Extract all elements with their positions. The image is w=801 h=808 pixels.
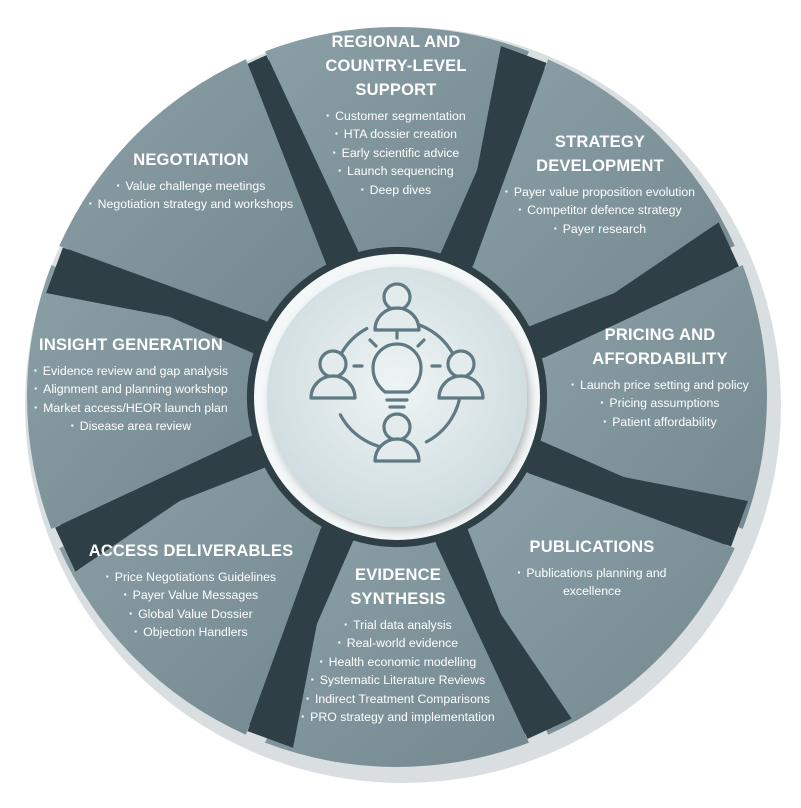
segment-title: EVIDENCE SYNTHESIS xyxy=(285,563,511,611)
segment-title: PUBLICATIONS xyxy=(502,535,682,559)
segment-item: Publications planning and excellence xyxy=(517,565,667,601)
segment-item-list: Launch price setting and policyPricing a… xyxy=(560,377,760,432)
segment-title-line: INSIGHT GENERATION xyxy=(39,336,223,354)
segment-title-line: STRATEGY xyxy=(554,133,646,151)
segment-item: Alignment and planning workshop xyxy=(18,381,244,399)
segment-item: Market access/HEOR launch plan xyxy=(18,400,244,418)
hub xyxy=(254,254,540,540)
segment-item: Patient affordability xyxy=(560,414,760,432)
segment-title-line: ACCESS DELIVERABLES xyxy=(88,542,294,560)
segment-title-line: PRICING AND xyxy=(604,326,716,344)
segment-item: Objection Handlers xyxy=(78,624,304,642)
segment-label-evidence: EVIDENCE SYNTHESIS Trial data analysisReal… xyxy=(285,563,511,727)
segment-title-line: AFFORDABILITY xyxy=(592,350,728,368)
segment-label-publications: PUBLICATIONS Publications planning and ex… xyxy=(502,535,682,601)
segment-item: Trial data analysis xyxy=(285,617,511,635)
segment-divider xyxy=(55,436,255,572)
segment-item: Health economic modelling xyxy=(285,654,511,672)
segment-item: Competitor defence strategy xyxy=(484,202,716,220)
segment-item: Disease area review xyxy=(18,418,244,436)
segment-divider xyxy=(539,222,739,358)
segment-item: Early scientific advice xyxy=(283,145,509,163)
segment-title: REGIONAL AND COUNTRY-LEVEL SUPPORT xyxy=(283,30,509,102)
segment-item: PRO strategy and implementation xyxy=(285,709,511,727)
segment-label-strategy: STRATEGY DEVELOPMENT Payer value propositi… xyxy=(484,130,716,239)
segment-label-insight: INSIGHT GENERATION Evidence review and ga… xyxy=(18,333,244,437)
segment-divider xyxy=(46,247,266,334)
people-idea-icon xyxy=(309,282,485,463)
segment-item: Systematic Literature Reviews xyxy=(285,672,511,690)
segment-item: Payer research xyxy=(484,221,716,239)
segment-item-list: Payer value proposition evolutionCompeti… xyxy=(484,184,716,239)
segment-item: Negotiation strategy and workshops xyxy=(78,196,304,214)
segment-item: Payer value proposition evolution xyxy=(484,184,716,202)
segment-title-line: DEVELOPMENT xyxy=(536,157,664,175)
segment-title: ACCESS DELIVERABLES xyxy=(78,539,304,563)
segment-title-line: PUBLICATIONS xyxy=(529,538,655,556)
segment-item: Evidence review and gap analysis xyxy=(18,363,244,381)
segment-item: Pricing assumptions xyxy=(560,395,760,413)
segment-item: Global Value Dossier xyxy=(78,606,304,624)
segment-item: Customer segmentation xyxy=(283,108,509,126)
segment-item-list: Price Negotiations GuidelinesPayer Value… xyxy=(78,569,304,643)
segment-title: PRICING AND AFFORDABILITY xyxy=(560,323,760,371)
segment-item-list: Evidence review and gap analysisAlignmen… xyxy=(18,363,244,437)
segment-title-line: COUNTRY-LEVEL xyxy=(325,57,467,75)
segment-title: STRATEGY DEVELOPMENT xyxy=(484,130,716,178)
segment-item: Launch sequencing xyxy=(283,163,509,181)
segment-item: Deep dives xyxy=(283,182,509,200)
hub-circle xyxy=(267,267,527,527)
segment-item-list: Publications planning and excellence xyxy=(502,565,682,601)
segment-title-line: REGIONAL AND xyxy=(331,33,461,51)
segment-title-line: NEGOTIATION xyxy=(133,151,249,169)
segment-item: Launch price setting and policy xyxy=(560,377,760,395)
segment-divider xyxy=(528,460,748,547)
segment-item: HTA dossier creation xyxy=(283,126,509,144)
segment-title: NEGOTIATION xyxy=(78,148,304,172)
segment-label-regional: REGIONAL AND COUNTRY-LEVEL SUPPORT Customer… xyxy=(283,30,509,200)
segment-label-access: ACCESS DELIVERABLES Price Negotiations Gu… xyxy=(78,539,304,643)
segment-title: INSIGHT GENERATION xyxy=(18,333,244,357)
segment-item-list: Trial data analysisReal-world evidenceHe… xyxy=(285,617,511,727)
segment-item: Real-world evidence xyxy=(285,635,511,653)
segment-item: Payer Value Messages xyxy=(78,587,304,605)
segment-item-list: Value challenge meetingsNegotiation stra… xyxy=(78,178,304,215)
segment-title-line: SUPPORT xyxy=(355,81,437,99)
segment-item-list: Customer segmentationHTA dossier creatio… xyxy=(283,108,509,200)
segment-item: Price Negotiations Guidelines xyxy=(78,569,304,587)
segment-label-negotiation: NEGOTIATION Value challenge meetingsNegot… xyxy=(78,148,304,215)
segment-label-pricing: PRICING AND AFFORDABILITY Launch price set… xyxy=(560,323,760,432)
segment-item: Indirect Treatment Comparisons xyxy=(285,691,511,709)
segment-title-line: SYNTHESIS xyxy=(350,590,446,608)
segment-title-line: EVIDENCE xyxy=(355,566,441,584)
segment-item: Value challenge meetings xyxy=(78,178,304,196)
